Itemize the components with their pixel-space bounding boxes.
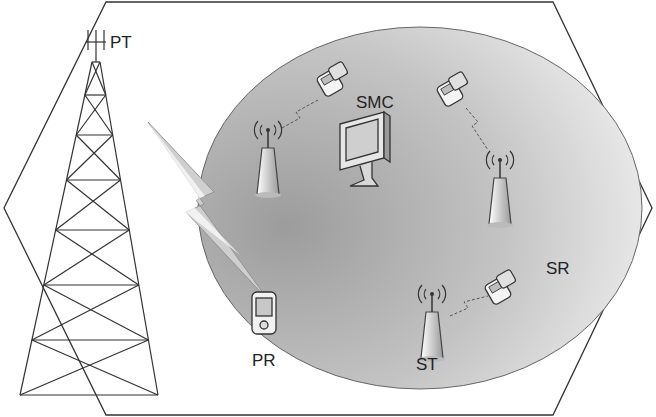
smc-monitor xyxy=(340,112,390,186)
secondary-transmitter xyxy=(254,121,281,198)
device-label: SR xyxy=(546,260,570,277)
secondary-region xyxy=(198,27,642,389)
device-label: PR xyxy=(252,352,276,369)
secondary-receiver xyxy=(484,269,517,306)
device-label: PT xyxy=(110,34,132,51)
primary-receiver-device xyxy=(252,292,276,334)
secondary-receiver xyxy=(436,71,469,108)
secondary-links xyxy=(282,100,488,316)
primary-link-bolt xyxy=(148,122,268,300)
device-label: SMC xyxy=(356,94,394,111)
secondary-transmitter xyxy=(418,285,445,362)
primary-tower xyxy=(20,30,158,395)
secondary-receiver xyxy=(316,61,349,98)
device-label: ST xyxy=(416,356,438,373)
secondary-transmitter xyxy=(486,151,513,228)
cell-hexagon xyxy=(4,2,652,415)
